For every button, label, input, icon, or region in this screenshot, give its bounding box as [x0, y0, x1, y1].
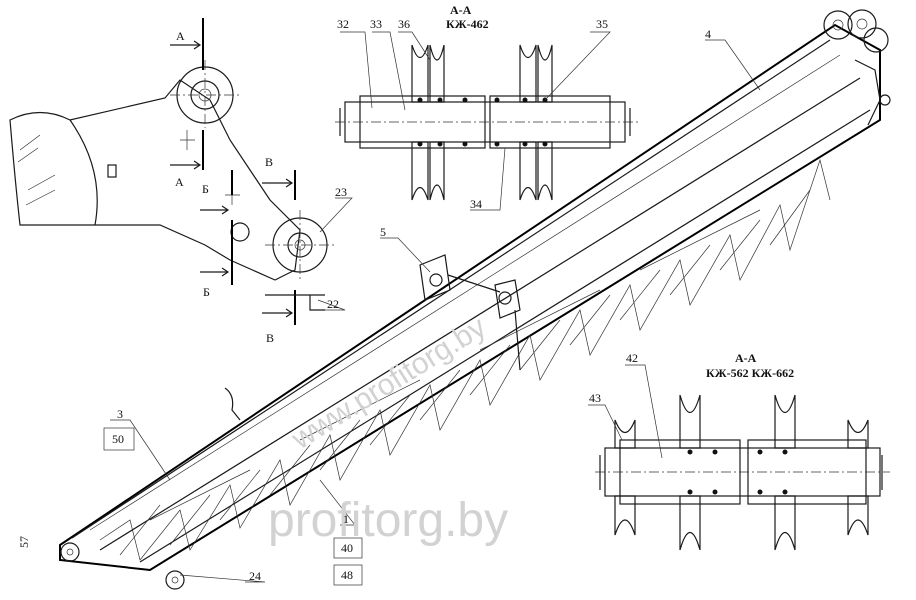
- pulley-right-upper: [519, 44, 553, 201]
- callout-48: 48: [341, 568, 353, 582]
- section-a-a-kzh-562-662: [595, 394, 890, 551]
- mark-b-top: Б: [202, 182, 209, 196]
- lattice-boom: [59, 9, 891, 590]
- page-number: 57: [17, 536, 31, 548]
- mark-a-bottom: А: [175, 175, 184, 189]
- mark-v-top: В: [265, 155, 273, 169]
- callout-32: 32: [337, 17, 349, 31]
- callout-36: 36: [398, 17, 410, 31]
- watermark-diagonal: www.profitorg.by: [285, 310, 491, 456]
- lattice-bracing: [99, 158, 831, 561]
- pulley-left-upper: [411, 44, 445, 201]
- callout-5: 5: [380, 225, 386, 239]
- callout-42: 42: [626, 351, 638, 365]
- callout-22: 22: [327, 297, 339, 311]
- callout-4: 4: [705, 27, 711, 41]
- callout-24: 24: [249, 569, 261, 583]
- leader-lines: [110, 31, 761, 583]
- callout-50: 50: [112, 432, 124, 446]
- section-top-model: КЖ-462: [446, 17, 489, 31]
- mark-b-bottom: Б: [203, 285, 210, 299]
- callout-33: 33: [370, 17, 382, 31]
- section-a-a-kzh-462: [335, 44, 640, 201]
- section-top-letter: А-А: [450, 3, 472, 17]
- callout-43: 43: [589, 391, 601, 405]
- boom-head-detail-view: [9, 18, 335, 325]
- callout-40: 40: [341, 541, 353, 555]
- section-bottom-letter: А-А: [735, 351, 757, 365]
- mark-a-top: А: [176, 29, 185, 43]
- callout-1: 1: [343, 512, 349, 526]
- callout-23: 23: [335, 185, 347, 199]
- callout-34: 34: [470, 197, 482, 211]
- callout-3: 3: [117, 407, 123, 421]
- mark-v-bottom: В: [266, 331, 274, 345]
- section-bottom-model: КЖ-562 КЖ-662: [706, 366, 794, 380]
- watermark-bottom: profitorg.by: [268, 494, 508, 547]
- callout-35: 35: [596, 17, 608, 31]
